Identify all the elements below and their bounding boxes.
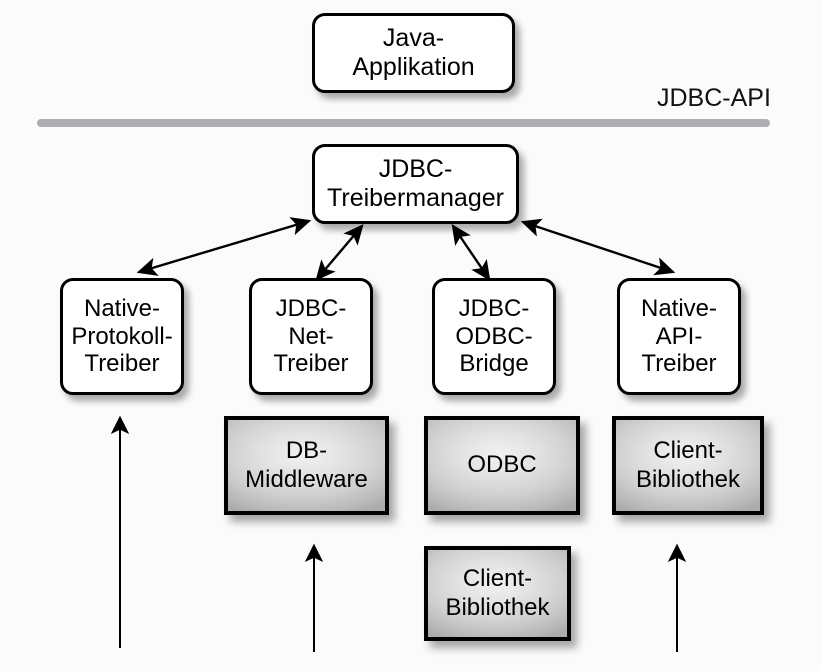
node-client-bibliothek-right-label: Client-Bibliothek (635, 437, 741, 493)
connector-manager-native-api (520, 218, 676, 276)
node-native-protokoll-treiber[interactable]: Native-Protokoll-Treiber (60, 278, 184, 395)
node-native-api-treiber-label: Native-API-Treiber (640, 294, 718, 378)
node-jdbc-net-treiber-label: JDBC-Net-Treiber (273, 294, 349, 378)
node-odbc[interactable]: ODBC (424, 416, 580, 515)
node-jdbc-odbc-bridge-label: JDBC-ODBC-Bridge (455, 294, 533, 378)
connector-manager-jdbc-net (315, 224, 364, 281)
node-db-middleware[interactable]: DB-Middleware (224, 416, 389, 515)
connector-manager-native-protocol (136, 217, 312, 276)
node-jdbc-odbc-bridge[interactable]: JDBC-ODBC-Bridge (432, 278, 556, 395)
node-odbc-label: ODBC (467, 451, 537, 479)
jdbc-api-label: JDBC-API (657, 84, 771, 112)
node-jdbc-treibermanager[interactable]: JDBC-Treibermanager (312, 144, 519, 224)
node-native-protokoll-treiber-label: Native-Protokoll-Treiber (71, 294, 173, 378)
node-native-api-treiber[interactable]: Native-API-Treiber (617, 278, 741, 395)
node-db-middleware-label: DB-Middleware (245, 437, 368, 493)
node-jdbc-treibermanager-label: JDBC-Treibermanager (327, 155, 504, 212)
jdbc-api-separator-line (37, 119, 770, 127)
node-client-bibliothek-right[interactable]: Client-Bibliothek (612, 416, 764, 515)
node-client-bibliothek-middle-label: Client-Bibliothek (445, 565, 550, 621)
node-java-application[interactable]: Java-Applikation (312, 13, 515, 93)
node-jdbc-net-treiber[interactable]: JDBC-Net-Treiber (249, 278, 373, 395)
node-client-bibliothek-middle[interactable]: Client-Bibliothek (424, 546, 571, 641)
node-java-application-label: Java-Applikation (352, 24, 475, 81)
connector-manager-jdbc-odbc-bridge (451, 224, 491, 281)
